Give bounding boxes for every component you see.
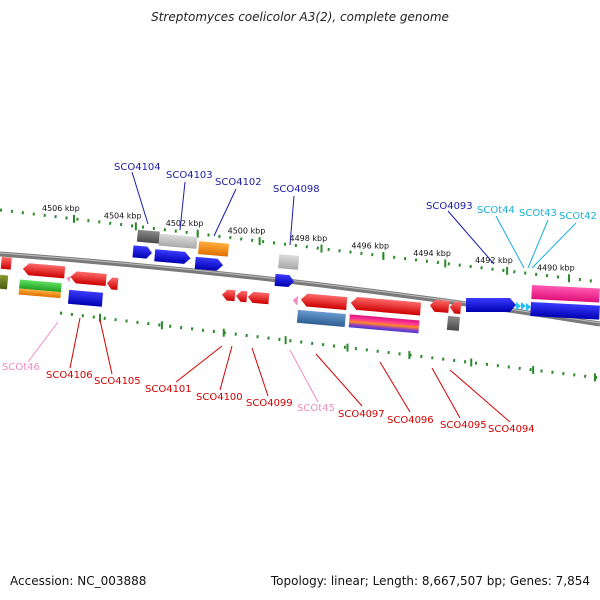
feature-green[interactable] [19,279,62,293]
leader-SCO4100 [219,345,233,391]
feature-olive[interactable] [0,274,9,290]
label-SCO4101[interactable]: SCO4101 [145,384,192,395]
label-SCOt43[interactable]: SCOt43 [519,208,557,219]
leader-SCO4095 [431,367,461,419]
tick-label-4490: 4490 kbp [537,264,575,273]
feature-red-arrow-long[interactable] [350,296,422,316]
label-SCO4106[interactable]: SCO4106 [46,370,93,381]
tick-label-4498: 4498 kbp [290,234,328,243]
left-features [0,256,119,307]
feature-pink-small[interactable] [292,295,299,306]
feature-red-left-edge[interactable] [0,256,12,270]
feature-red-arrow-mid[interactable] [300,293,348,311]
genome-summary-text: Topology: linear; Length: 8,667,507 bp; … [270,574,590,588]
top-strand-features [132,229,600,320]
label-SCO4096[interactable]: SCO4096 [387,415,434,426]
feature-trna-cyan-2[interactable] [521,302,526,310]
tick-label-4504: 4504 kbp [104,212,142,221]
genome-backbone-highlight [0,252,600,324]
leader-SCO4101 [175,345,223,383]
label-SCO4098[interactable]: SCO4098 [273,184,320,195]
leader-SCO4106 [69,317,81,369]
leader-SCO4105 [99,319,113,375]
label-SCO4104[interactable]: SCO4104 [114,162,161,173]
page-title: Streptomyces coelicolor A3(2), complete … [151,10,449,24]
label-SCO4093[interactable]: SCO4093 [426,201,473,212]
ruler-lower-ticks [99,313,596,382]
label-SCOt46[interactable]: SCOt46 [2,362,40,373]
feature-blue-bar[interactable] [67,289,104,307]
feature-trna-cyan-1[interactable] [516,302,521,310]
ruler-tick-labels: 4506 kbp 4504 kbp 4502 kbp 4500 kbp 4498 kbp… [42,204,575,272]
label-SCO4100[interactable]: SCO4100 [196,392,243,403]
feature-red-small-3[interactable] [247,291,270,305]
leader-SCOt42 [531,222,577,269]
center-features [222,289,462,334]
tick-label-4494: 4494 kbp [413,249,451,258]
feature-multi[interactable] [348,314,420,334]
label-SCO4105[interactable]: SCO4105 [94,376,141,387]
leader-SCO4093 [447,210,495,265]
label-SCO4095[interactable]: SCO4095 [440,420,487,431]
feature-gray-small[interactable] [278,254,300,270]
feature-pink-tip[interactable] [66,275,71,282]
tick-label-4500: 4500 kbp [228,226,266,235]
feature-blue-small[interactable] [274,273,295,288]
label-SCOt45[interactable]: SCOt45 [297,403,335,414]
ruler-upper-line [0,208,600,284]
feature-red-small-2[interactable] [235,290,248,303]
leader-SCOt46 [27,321,59,363]
label-SCO4094[interactable]: SCO4094 [488,424,535,435]
feature-gray-light[interactable] [158,233,198,249]
tick-label-4496: 4496 kbp [351,241,389,250]
leader-SCO4094 [449,369,511,423]
tick-label-4492: 4492 kbp [475,256,513,265]
feature-orange[interactable] [198,241,230,257]
label-SCO4103[interactable]: SCO4103 [166,170,213,181]
label-SCOt44[interactable]: SCOt44 [477,205,515,216]
tick-label-4506: 4506 kbp [42,204,80,213]
feature-red-arrow-right-2[interactable] [449,301,462,314]
top-labels: SCO4104 SCO4103 SCO4102 SCO4098 SCO4093 … [114,162,597,269]
feature-red-small-1[interactable] [222,289,236,302]
feature-gray-dark[interactable] [136,229,160,244]
leader-SCO4104 [131,171,149,225]
label-SCO4097[interactable]: SCO4097 [338,409,385,420]
ruler-major-ticks [73,214,570,283]
feature-red-arrow-small[interactable] [106,277,119,291]
leader-SCO4103 [179,181,186,231]
feature-blue-arrow-3[interactable] [194,256,224,271]
feature-dark-small[interactable] [446,315,461,331]
leader-SCO4096 [379,361,411,413]
feature-red-arrow-left-2[interactable] [70,271,107,287]
feature-trna-cyan-3[interactable] [526,303,531,311]
leader-SCOt44 [495,215,525,269]
leader-SCO4102 [213,188,237,237]
feature-red-arrow-left[interactable] [22,263,66,279]
leader-SCOt45 [289,349,319,403]
leader-SCO4098 [289,195,295,246]
feature-blue-wide[interactable] [530,302,600,320]
genome-backbone [0,251,600,327]
bottom-labels: SCOt46 SCO4106 SCO4105 SCO4101 SCO4100 S… [2,317,535,435]
tick-label-4502: 4502 kbp [166,219,204,228]
accession-text: Accession: NC_003888 [10,574,147,588]
feature-blue-arrow-1[interactable] [132,245,152,259]
label-SCO4102[interactable]: SCO4102 [215,177,262,188]
leader-SCO4097 [315,353,363,407]
feature-red-arrow-right[interactable] [429,299,450,313]
leader-SCO4099 [251,347,269,397]
feature-pink-long[interactable] [531,285,600,303]
feature-blue-arrow-2[interactable] [154,249,191,264]
feature-orange-bar[interactable] [18,288,61,299]
feature-blue-long[interactable] [466,298,516,312]
label-SCO4099[interactable]: SCO4099 [246,398,293,409]
label-SCOt42[interactable]: SCOt42 [559,211,597,222]
leader-SCOt43 [527,219,549,269]
feature-steel[interactable] [296,309,346,327]
